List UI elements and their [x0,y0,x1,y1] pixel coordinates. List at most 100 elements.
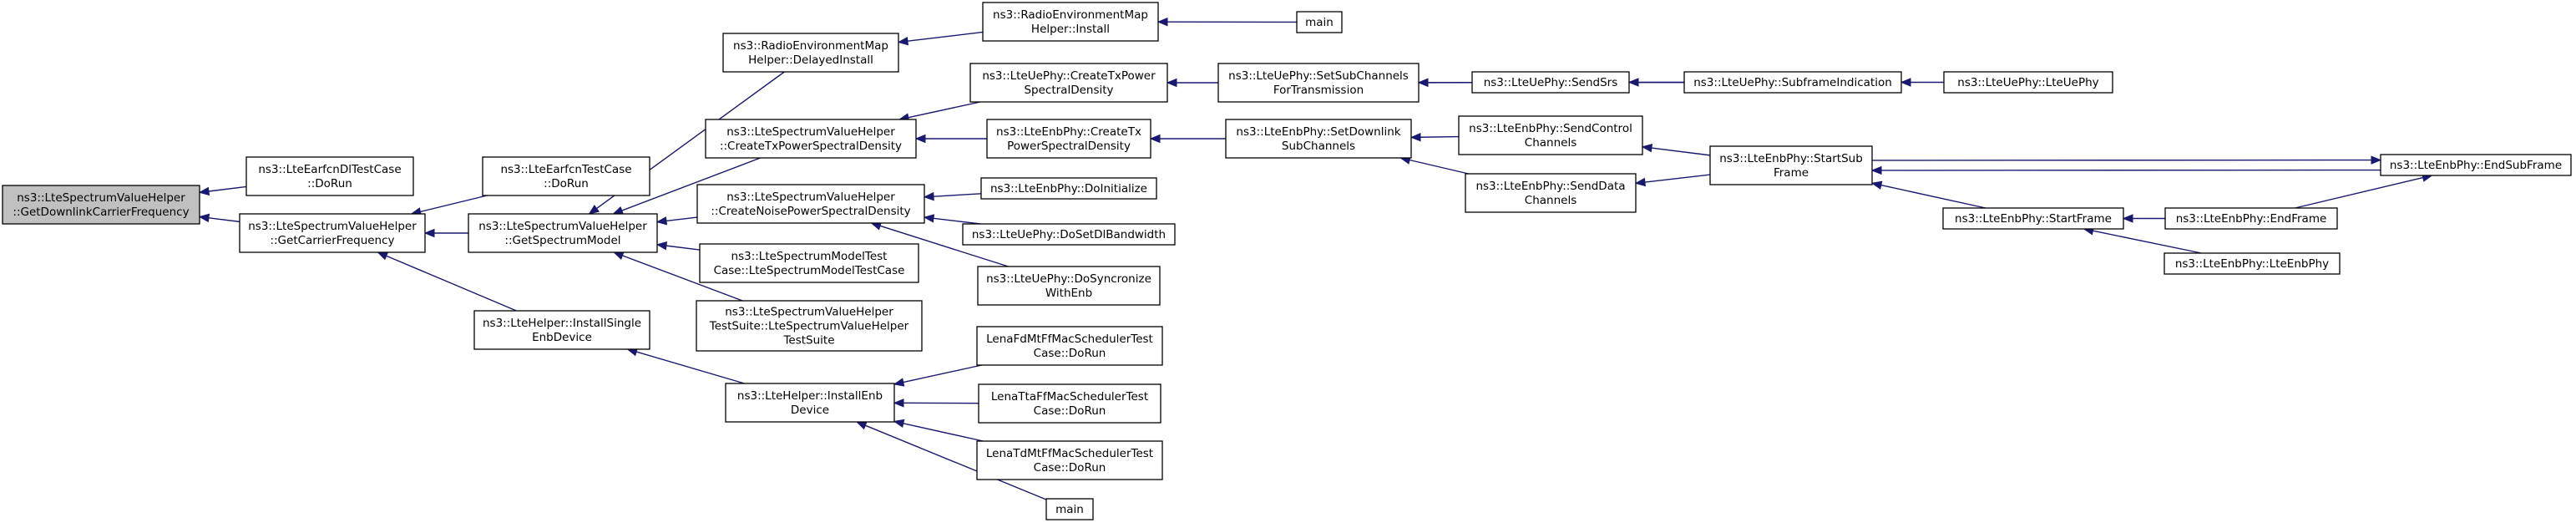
node-label: ::DoRun [307,177,352,190]
node-label: Case::DoRun [1034,404,1106,418]
graph-node[interactable]: ns3::LteUePhy::SetSubChannelsForTransmis… [1217,63,1420,103]
graph-node[interactable]: ns3::LteSpectrumValueHelper::CreateTxPow… [705,119,917,159]
node-label: ns3::LteUePhy::CreateTxPower [982,69,1156,83]
graph-node[interactable]: ns3::LteUePhy::CreateTxPowerSpectralDens… [969,63,1168,103]
node-label: TestSuite [782,334,834,348]
node-label: SubChannels [1282,140,1355,153]
graph-node[interactable]: ns3::LteEnbPhy::EndFrame [2164,207,2338,230]
node-label: LenaTdMtFfMacSchedulerTest [986,447,1153,460]
node-label: WithEnb [1045,287,1092,300]
graph-node[interactable]: ns3::LteEarfcnTestCase::DoRun [482,156,650,196]
node-label: Frame [1774,166,1809,180]
edge-n34-to-n32 [2093,230,2202,254]
edge-n3-to-n2 [420,195,488,213]
arrowhead-n32 [2122,214,2133,223]
arrowhead-n2 [423,228,435,238]
node-label: ::DoRun [544,177,589,190]
node-box [239,213,426,253]
node-box [978,383,1161,424]
node-box [699,243,919,283]
graph-node[interactable]: ns3::LteSpectrumValueHelper::CreateNoise… [696,184,925,224]
edge-n30-to-n28 [1651,147,1711,156]
node-label: main [1055,503,1084,516]
node-label: ns3::LteUePhy::DoSyncronize [986,272,1151,286]
arrowhead-n8 [923,214,935,223]
node-box [1471,71,1630,94]
node-label: ns3::LteSpectrumValueHelper [726,190,895,204]
arrowhead-n11 [893,399,904,408]
node-label: ::CreateNoisePowerSpectralDensity [711,205,910,218]
edge-n5-to-n2 [386,255,517,312]
node-box [986,119,1151,159]
arrowhead-n7 [914,134,926,144]
node-label: ns3::LteUePhy::SendSrs [1484,76,1618,89]
node-label: Device [791,404,829,417]
graph-node[interactable]: ns3::LteEnbPhy::EndSubFrame [2380,154,2572,176]
arrowhead-n29 [1634,177,1647,187]
graph-node[interactable]: ns3::LteEnbPhy::DoInitialize [980,177,1157,200]
graph-node[interactable]: ns3::RadioEnvironmentMapHelper::DelayedI… [722,33,899,73]
node-label: ns3::LteEnbPhy::SetDownlink [1236,125,1400,139]
node-label: ns3::LteUePhy::SetSubChannels [1228,69,1409,83]
graph-node[interactable]: ns3::LteSpectrumValueHelper::GetDownlink… [2,185,200,225]
edge-n7-to-n4 [621,157,761,211]
graph-node[interactable]: ns3::LteSpectrumValueHelper::GetCarrierF… [239,213,426,253]
graph-node[interactable]: ns3::LteEnbPhy::CreateTxPowerSpectralDen… [986,119,1151,159]
edge-n33-to-n31 [2295,176,2423,209]
arrowhead-n8 [923,191,934,201]
node-label: EnbDevice [532,331,592,344]
graph-node[interactable]: ns3::LteUePhy::DoSetDlBandwidth [962,223,1176,246]
node-label: SpectralDensity [1024,84,1113,97]
node-box [722,33,899,73]
node-box [1943,71,2113,94]
node-box [482,156,650,196]
edge-n14-to-n7 [908,101,981,119]
graph-node[interactable]: ns3::LteEnbPhy::StartFrame [1942,207,2124,230]
arrowhead-n4 [655,216,668,226]
node-box [969,63,1168,103]
arrowhead-n15 [1149,134,1161,144]
node-box [245,156,414,196]
node-box [2164,207,2338,230]
node-box [696,184,925,224]
node-box [977,266,1161,306]
graph-node[interactable]: ns3::LteSpectrumModelTestCase::LteSpectr… [699,243,919,283]
node-box [1225,119,1412,159]
graph-node[interactable]: ns3::LteEarfcnDlTestCase::DoRun [245,156,414,196]
graph-node[interactable]: main [1045,498,1094,520]
graph-node[interactable]: ns3::LteUePhy::SendSrs [1471,71,1630,94]
node-box [705,119,917,159]
arrowhead-n0 [198,213,210,223]
arrowhead-n4 [612,206,625,215]
graph-node[interactable]: ns3::LteUePhy::SubframeIndication [1683,71,1902,94]
node-label: ns3::LteEnbPhy::CreateTx [996,125,1141,139]
node-box [696,300,923,352]
node-label: ns3::LteSpectrumValueHelper [726,125,895,139]
node-label: ns3::LteEnbPhy::SendControl [1469,122,1632,135]
graph-node[interactable]: ns3::LteEnbPhy::LteEnbPhy [2164,252,2341,275]
arrowhead-n4 [655,241,668,251]
node-label: ns3::LteEnbPhy::DoInitialize [990,182,1147,195]
graph-node[interactable]: ns3::LteSpectrumValueHelper::GetSpectrum… [468,213,658,253]
graph-node[interactable]: ns3::LteUePhy::LteUePhy [1943,71,2113,94]
graph-node[interactable]: ns3::LteSpectrumValueHelperTestSuite::Lt… [696,300,923,352]
node-label: LenaTtaFfMacSchedulerTest [991,390,1148,404]
node-label: ns3::LteEnbPhy::EndSubFrame [2390,159,2562,172]
node-box [1465,173,1637,213]
node-label: ns3::LteEnbPhy::EndFrame [2176,212,2327,226]
node-box [1942,207,2124,230]
node-label: ns3::LteUePhy::DoSetDlBandwidth [972,228,1166,241]
graph-node[interactable]: main [1296,11,1343,33]
